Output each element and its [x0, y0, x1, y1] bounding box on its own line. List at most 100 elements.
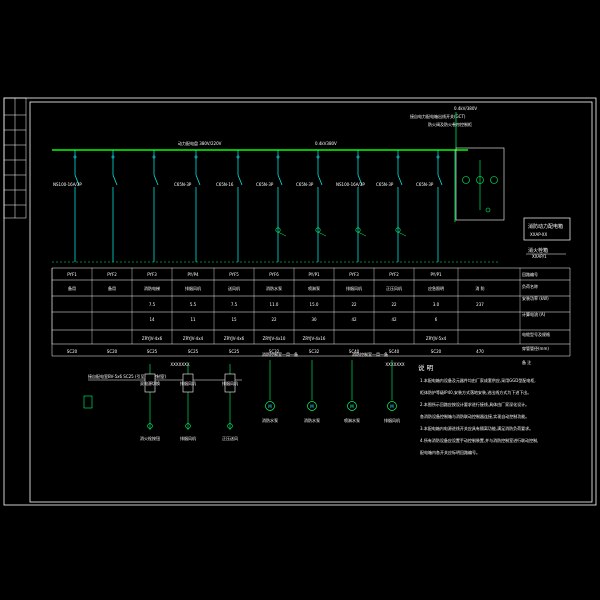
feeder-node	[436, 155, 440, 159]
sheet-border-inner	[29, 101, 593, 503]
feeder-node	[111, 155, 115, 159]
panel-caption: 排烟风机	[180, 435, 196, 441]
pump-label: 消防水泵	[304, 417, 320, 423]
cabinet-name-box	[523, 217, 571, 241]
table-cell-load: 消防电梯	[144, 285, 160, 291]
feeder-8: NS100-16A/3P	[336, 150, 367, 262]
breaker-label: C65N-3P	[416, 182, 434, 187]
table-header: 电缆型号及规格	[522, 331, 550, 337]
table-cell-power: 11.0	[270, 302, 279, 307]
feeder-1: NS100-16A/3P	[53, 150, 82, 262]
note-line: 配电箱内各开关应标明回路编号。	[420, 449, 480, 455]
table-cell-current: 6	[435, 317, 438, 322]
breaker-label: NS100-16A/3P	[336, 182, 365, 187]
equipment-section: 接自配电室BV-5x6 SC25 (引至消防控制室)消防控制室一用一备消防控制室…	[83, 351, 400, 441]
table-cell-power: 7.5	[149, 302, 156, 307]
sheet-border-outer	[3, 97, 597, 506]
note-line: 柜体防护等级IP40,安装方式落地安装,进出线方式为下进下出。	[420, 389, 531, 395]
breaker-label: C65N-3P	[174, 182, 192, 187]
table-cell-cable: ZRYJV-4x6	[142, 336, 163, 341]
feeder-10: C65N-3P	[416, 150, 443, 262]
table-cell-conduit: SC40	[389, 349, 400, 354]
table-cell-load: 应急照明	[428, 285, 444, 291]
control-lamp	[485, 207, 491, 213]
feeder-node	[152, 155, 156, 159]
feeder-4: C65N-3P	[174, 150, 201, 262]
table-cell-circuit: PYF3	[349, 272, 359, 277]
pump-1: M 消防水泵	[262, 360, 278, 423]
supply-line-1: 0.4kV/380V	[454, 106, 477, 111]
panel-box	[144, 373, 156, 393]
breaker-contact	[277, 174, 283, 186]
table-cell-power: 7.5	[231, 302, 238, 307]
note-line: 1.本配电箱内设备及元器件均由厂家成套供应,采用GGD型配电柜,	[420, 377, 536, 383]
table-cell-load: 排烟风机	[185, 285, 201, 291]
panel-caption: 消火栓按钮	[140, 435, 160, 441]
panel-label: 双电源切换	[140, 380, 160, 386]
table-cell-conduit: SC32	[309, 349, 320, 354]
breaker-contact	[317, 174, 323, 186]
pump-motor-icon	[265, 401, 275, 411]
group-label-left: XXXXXXX	[170, 362, 189, 367]
table-cell-current: 11	[190, 317, 196, 322]
feeder-9: C65N-3P	[376, 150, 407, 262]
breaker-label: C65N-3P	[376, 182, 394, 187]
breaker-contact	[112, 174, 118, 186]
motor-glyph: M	[268, 404, 272, 409]
table-cell-conduit: SC32	[269, 349, 280, 354]
breaker-label: C65N-3P	[256, 182, 274, 187]
breaker-contact	[357, 174, 363, 186]
table-cell-cable: ZRYJV-4x16	[303, 336, 326, 341]
breaker-contact	[237, 174, 243, 186]
table-cell-cable: ZRYJV-4x4	[183, 336, 204, 341]
panel-label: 排烟风机	[180, 380, 196, 386]
supply-line-2: 接自电力配电箱出线开关(GCT)	[410, 113, 466, 119]
feeder-6: C65N-3P	[256, 150, 287, 262]
feeder-5: C65N-16	[216, 150, 243, 262]
table-header: 穿管管径(mm)	[522, 345, 549, 351]
feeder-node	[73, 155, 77, 159]
table-cell-load: 备用	[68, 285, 76, 291]
left-title-strip	[3, 97, 27, 219]
pump-label: 消防水泵	[262, 417, 278, 423]
table-cell-circuit: PYF2	[107, 272, 117, 277]
table-cell-current: 15	[231, 317, 237, 322]
table-cell-circuit: PYF1	[67, 272, 77, 277]
table-cell-power: 3.0	[433, 302, 440, 307]
table-cell-circuit: PY/P1	[308, 272, 320, 277]
panel-box	[224, 373, 236, 393]
panel-device	[185, 423, 191, 429]
supply-line-3: 防火阀及防火卷帘控制柜	[428, 121, 472, 127]
note-line: 3.本配电箱内电源进线开关应具有隔离功能,满足消防负荷要求。	[420, 425, 533, 431]
table-cell-cable: ZRYJV-4x6	[224, 336, 245, 341]
pump-motor-icon	[347, 401, 357, 411]
table-cell-load: 喷淋泵	[308, 285, 320, 291]
table-total-current: 470	[476, 349, 484, 354]
table-cell-conduit: SC20	[431, 349, 442, 354]
feeder-7: C65N-3P	[296, 150, 327, 262]
table-cell-current: 22	[271, 317, 277, 322]
table-cell-load-last: 消 防	[475, 285, 484, 291]
breaker-contact	[397, 174, 403, 186]
bus-label-left: 动力配电盘 380V/220V	[178, 140, 222, 146]
feeder-2	[111, 150, 118, 262]
pump-motor-icon	[387, 401, 397, 411]
table-cell-power: 22	[351, 302, 357, 307]
pump-motor-icon	[307, 401, 317, 411]
cabinet-caption: 消火栓箱	[528, 247, 548, 254]
cabinet-name-1: 消防动力配电箱	[528, 223, 563, 230]
table-cell-current: 42	[391, 317, 397, 322]
table-cell-load: 备用	[108, 285, 116, 291]
breaker-contact	[74, 174, 80, 186]
cable-note: 接自配电室BV-5x6 SC25 (引至消防控制室)	[88, 373, 167, 379]
table-cell-cable: ZRYJV-4x10	[263, 336, 286, 341]
motor-glyph: M	[350, 404, 354, 409]
cabinet-name-2: XXAP-XX	[530, 232, 548, 237]
breaker-contact	[437, 174, 443, 186]
source-terminal	[83, 395, 93, 409]
